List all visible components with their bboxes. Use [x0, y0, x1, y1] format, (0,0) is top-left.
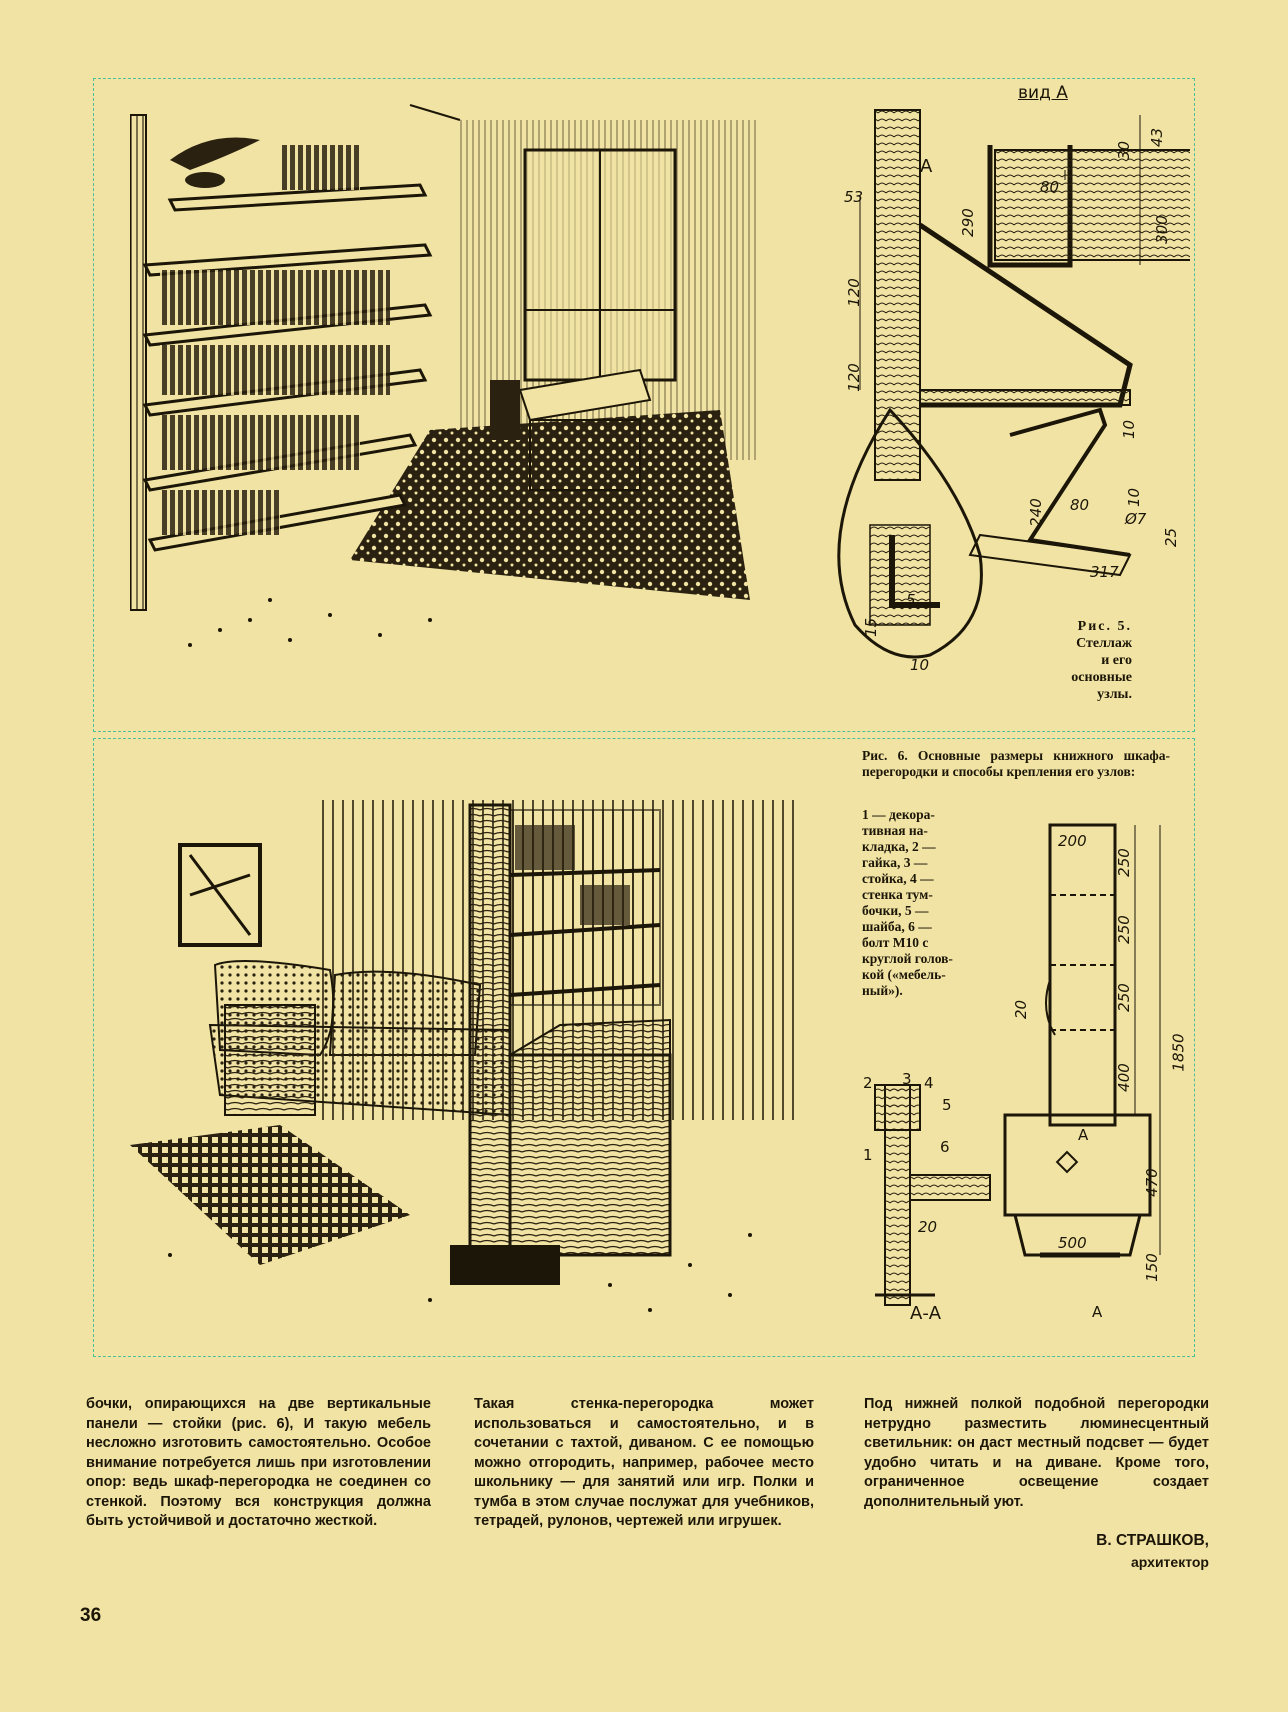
figure5-dim: 80 [1040, 178, 1060, 196]
figure5-dim: 5 [906, 591, 916, 609]
figure5-frame [93, 78, 1195, 732]
figure6-section-label: А-А [910, 1303, 942, 1324]
article-column-1: бочки, опирающихся на две вертикальные п… [86, 1396, 431, 1529]
figure6-part-number: 5 [942, 1096, 952, 1114]
figure5-dim: 43 [1148, 127, 1167, 148]
room-bookcase-illustration [130, 795, 810, 1325]
figure5-dim: 290 [958, 208, 977, 237]
figure5-dim: 317 [1090, 563, 1119, 581]
figure6-part-number: 3 [902, 1070, 912, 1088]
figure5-dim: 30 [1115, 140, 1134, 161]
figure5-dim: 53 [844, 188, 864, 206]
figure5-dim: 120 [844, 363, 863, 392]
figure6-dim: 150 [1142, 1253, 1161, 1282]
figure5-technical-drawing [830, 85, 1190, 715]
figure6-caption-title: Рис. 6. Основные размеры книжного шкафа-… [862, 748, 1170, 779]
figure6-part-number: 4 [924, 1074, 934, 1092]
figure6-dim: 400 [1114, 1063, 1133, 1092]
figure5-dim: Ø7 [1125, 510, 1147, 528]
figure6-dim: 470 [1142, 1168, 1161, 1197]
figure5-dim: 25 [1162, 527, 1181, 548]
figure6-frame [93, 738, 1195, 1357]
figure6-dim: 250 [1114, 848, 1133, 877]
figure6-dim: 20 [918, 1218, 938, 1236]
figure6-legend: 1 — декора- тивная на- кладка, 2 — гайка… [862, 807, 953, 998]
figure5-dim: 10 [1120, 419, 1139, 440]
figure5-dim: 10 [910, 656, 930, 674]
room-shelving-illustration [130, 100, 810, 660]
figure6-technical-drawing [850, 815, 1190, 1330]
article-column-3: Под нижней полкой подобной перегородки н… [864, 1396, 1209, 1510]
figure6-section-marker: А [1078, 1126, 1089, 1144]
figure5-section-marker: А [920, 156, 933, 177]
figure6-section-marker: А [1092, 1303, 1103, 1321]
figure6-part-number: 6 [940, 1138, 950, 1156]
figure6-part-number: 2 [863, 1074, 873, 1092]
author-role: архитектор [1131, 1554, 1209, 1570]
figure5-dim: 80 [1070, 496, 1090, 514]
author-name: В. СТРАШКОВ, [1096, 1532, 1209, 1549]
figure5-caption: Рис. 5. Стеллаж и его основные узлы. [1071, 619, 1132, 702]
figure6-dim: 20 [1012, 999, 1031, 1020]
figure5-dim: 15 [862, 617, 881, 638]
article-column-2: Такая стенка-перегородка может использов… [474, 1396, 814, 1529]
figure6-dim: 250 [1114, 983, 1133, 1012]
figure5-dim: 300 [1152, 215, 1171, 244]
figure6-dim: 250 [1114, 915, 1133, 944]
figure5-dim: 240 [1026, 498, 1045, 527]
figure5-dim: 10 [1125, 487, 1144, 508]
figure5-view-label: вид А [1018, 83, 1068, 103]
page-number: 36 [80, 1605, 102, 1626]
figure6-part-number: 1 [863, 1146, 873, 1164]
figure5-dim: 120 [844, 278, 863, 307]
figure6-dim: 1850 [1169, 1033, 1188, 1072]
figure6-dim: 500 [1058, 1234, 1087, 1252]
figure6-dim: 200 [1058, 832, 1087, 850]
